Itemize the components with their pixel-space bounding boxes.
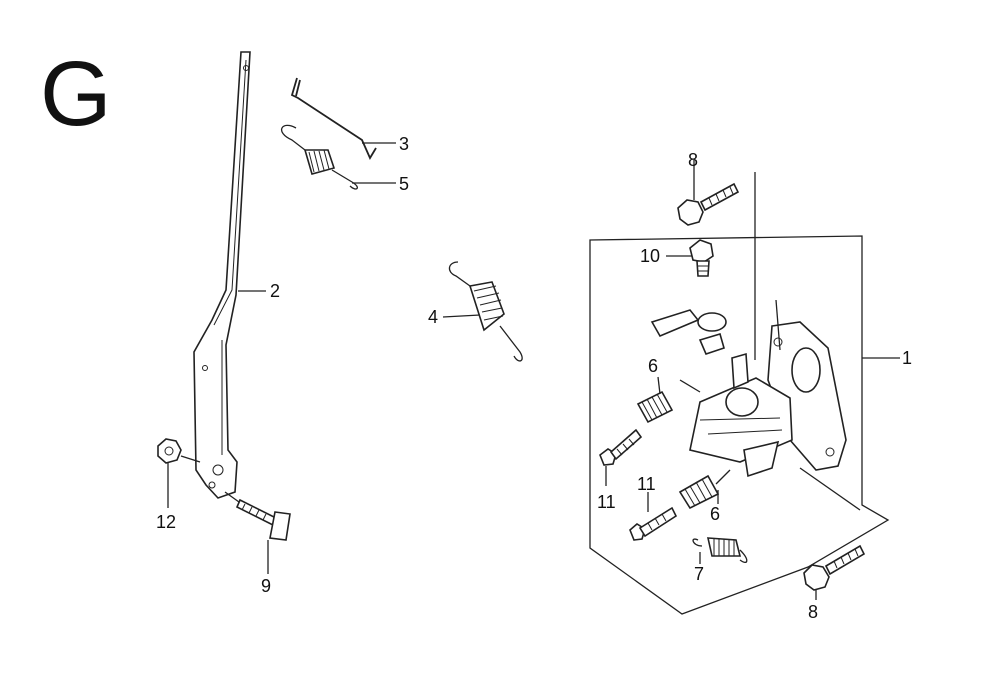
callout-6-upper: 6 [648,356,658,376]
part-bolt-11-lower[interactable] [629,506,678,541]
part-screw-10[interactable] [689,239,714,277]
part-bolt-9[interactable] [224,491,291,541]
callout-8-bottom: 8 [808,602,818,622]
callout-7: 7 [694,564,704,584]
part-control-lever[interactable] [193,51,251,499]
part-governor-rod[interactable] [290,77,377,160]
part-bolt-11-upper[interactable] [599,428,643,466]
callout-11-upper: 11 [597,492,616,512]
callout-3: 3 [399,134,409,154]
part-spring-5[interactable] [281,124,358,190]
part-spring-4[interactable] [448,261,523,362]
callout-12: 12 [156,512,176,532]
leader-lines [167,142,900,600]
section-letter: G [40,43,112,145]
callout-6-lower: 6 [710,504,720,524]
callout-8-top: 8 [688,150,698,170]
part-spring-7[interactable] [692,537,748,564]
part-spring-6-upper[interactable] [636,390,674,424]
callout-10: 10 [640,246,660,266]
callout-5: 5 [399,174,409,194]
part-bolt-8-top[interactable] [677,182,740,226]
callout-2: 2 [270,281,280,301]
callout-4: 4 [428,307,438,327]
part-bolt-8-bottom[interactable] [803,544,866,591]
callout-9: 9 [261,576,271,596]
part-spring-6-lower[interactable] [678,469,731,510]
part-governor-assembly[interactable] [589,172,890,615]
callout-11-lower: 11 [637,474,656,494]
callout-1: 1 [902,348,912,368]
part-nut[interactable] [157,438,201,464]
